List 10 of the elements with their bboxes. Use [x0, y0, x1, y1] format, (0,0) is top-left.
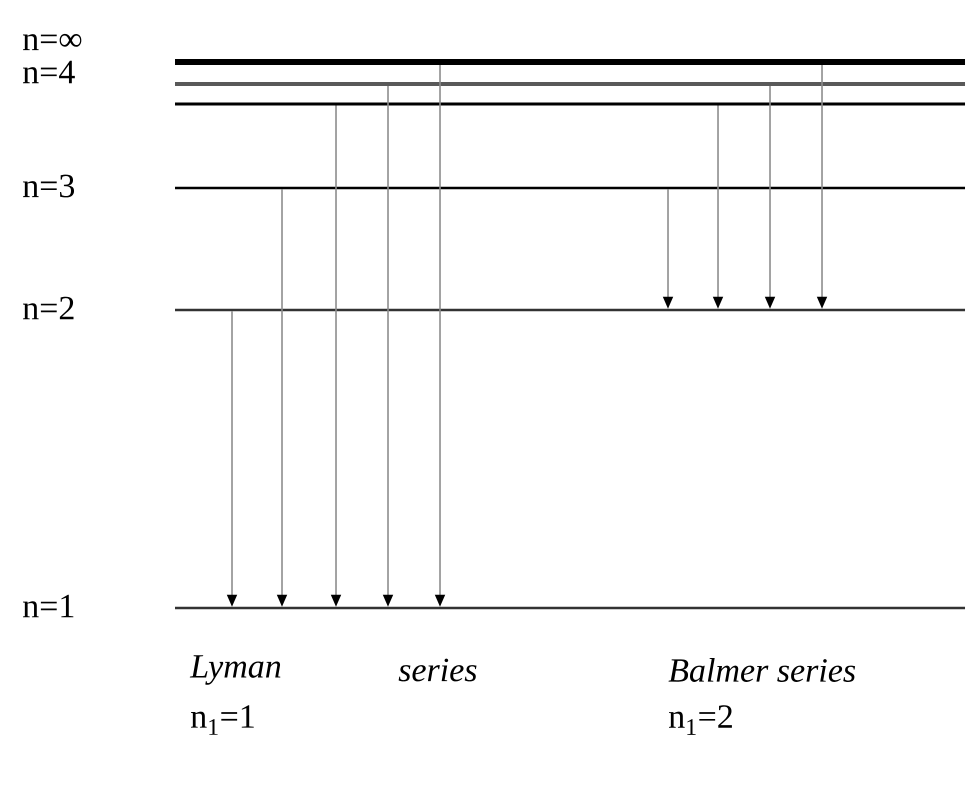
level-label: n=∞ — [22, 34, 82, 50]
level-label: n=4 — [22, 60, 75, 84]
level-label: n=2 — [22, 296, 74, 320]
level-label: n=3 — [22, 174, 74, 198]
series-label: series — [398, 658, 476, 682]
series-label: Balmer series — [668, 658, 856, 682]
quantum-number-label: n$_{1}$=2 — [669, 705, 732, 735]
level-label: n=1 — [22, 594, 74, 618]
series-label: Lyman — [190, 655, 280, 685]
quantum-number-label: n$_{1}$=1 — [191, 705, 254, 735]
